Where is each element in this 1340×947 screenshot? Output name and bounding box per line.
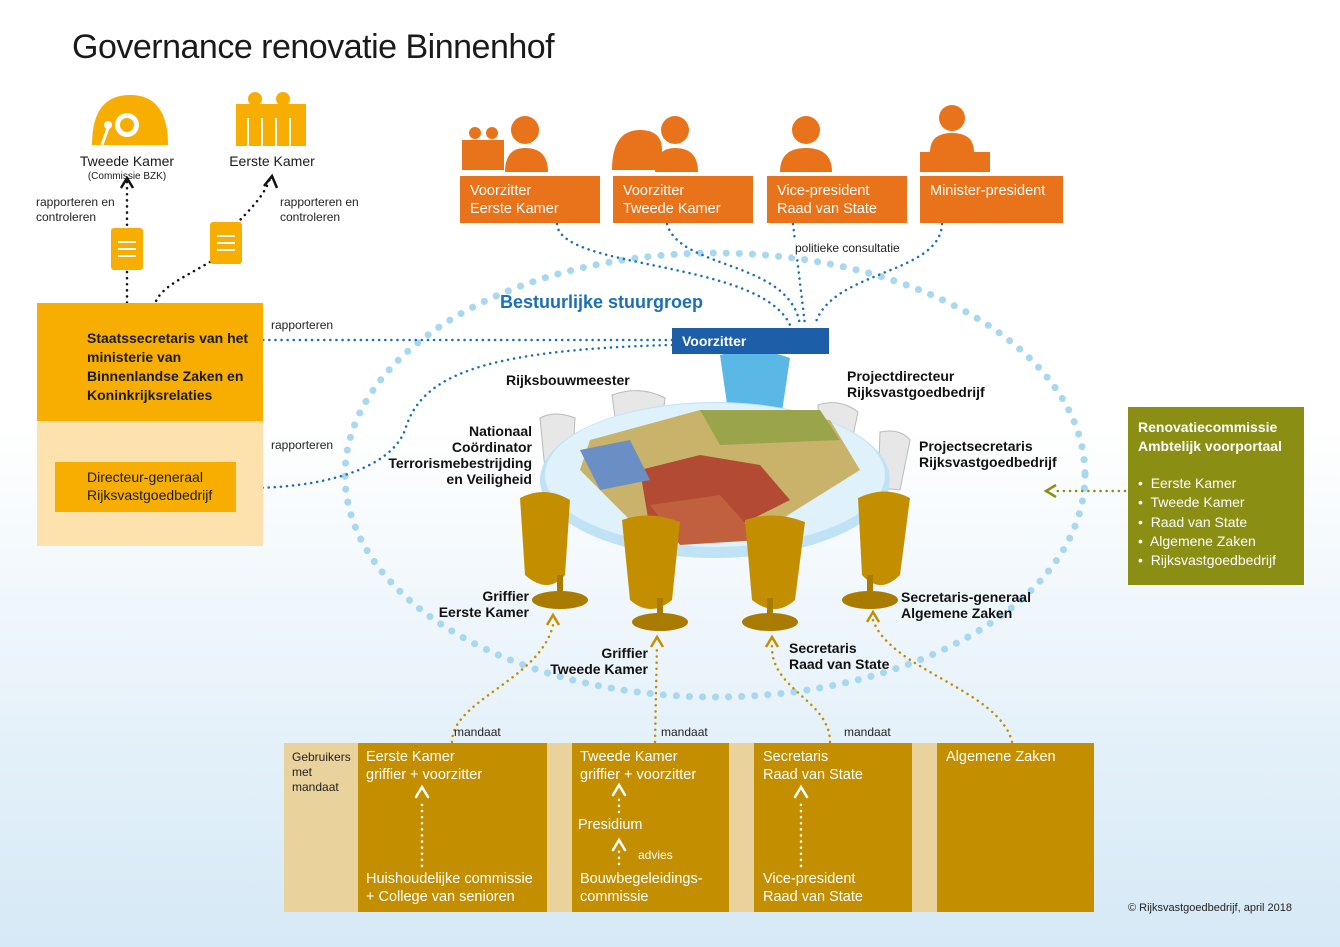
- list-item: • Rijksvastgoedbedrijf: [1138, 552, 1276, 569]
- seat-sg-algemene-zaken: Secretaris-generaal Algemene Zaken: [901, 589, 1031, 621]
- seat-projectsecretaris: Projectsecretaris Rijksvastgoedbedrijf: [919, 438, 1057, 470]
- page-title: Governance renovatie Binnenhof: [72, 28, 555, 66]
- rapporteren-label-2: rapporteren: [271, 438, 334, 452]
- seat-griffier-eerste-kamer: Griffier Eerste Kamer: [438, 588, 529, 620]
- raad-van-state-column: Secretaris Raad van State Vice-president…: [754, 743, 912, 912]
- raad-van-state-column-top: Secretaris Raad van State: [763, 749, 863, 783]
- eerste-kamer-icon: [236, 92, 306, 146]
- list-item-label: Algemene Zaken: [1149, 532, 1256, 549]
- tweede-kamer-column: Tweede Kamer griffier + voorzitter Presi…: [572, 743, 729, 912]
- tweede-kamer-column-bottom: Bouwbegeleidings- commissie: [580, 871, 703, 905]
- seat-rijksbouwmeester: Rijksbouwmeester: [506, 372, 630, 388]
- eerste-kamer-column-bottom: Huishoudelijke commissie + College van s…: [366, 871, 533, 905]
- voorzitter-tweede-kamer-box: Voorzitter Tweede Kamer: [613, 176, 753, 223]
- top-person-icons: [462, 105, 990, 172]
- seat-nctv: Nationaal Coördinator Terrorismebestrijd…: [388, 423, 532, 487]
- renovatiecommissie-title: Renovatiecommissie Ambtelijk voorportaal: [1138, 419, 1282, 454]
- renovatiecommissie-box: Renovatiecommissie Ambtelijk voorportaal…: [1128, 407, 1304, 585]
- vice-president-rvs-box: Vice-president Raad van State: [767, 176, 907, 223]
- list-item-label: Raad van State: [1150, 513, 1248, 530]
- tweede-kamer-column-top: Tweede Kamer griffier + voorzitter: [580, 749, 697, 783]
- directeur-generaal-label: Directeur-generaal Rijksvastgoedbedrijf: [87, 469, 213, 503]
- list-item-label: Tweede Kamer: [1150, 494, 1245, 511]
- list-item: • Raad van State: [1138, 513, 1248, 530]
- tweede-kamer-icon: [92, 95, 168, 146]
- rapporteren-controleren-right: rapporteren en controleren: [280, 195, 359, 224]
- eerste-kamer-label: Eerste Kamer: [229, 153, 315, 169]
- copyright: © Rijksvastgoedbedrijf, april 2018: [1128, 902, 1293, 914]
- renovatiecommissie-list: • Eerste Kamer • Tweede Kamer • Raad van…: [1138, 474, 1276, 570]
- rapporteren-controleren-left: rapporteren en controleren: [36, 195, 115, 224]
- eerste-kamer-column: Eerste Kamer griffier + voorzitter Huish…: [358, 743, 547, 912]
- document-icons: [111, 222, 242, 270]
- list-item-label: Eerste Kamer: [1150, 475, 1237, 491]
- mandaat-label-3: mandaat: [844, 725, 891, 739]
- eerste-kamer-column-top: Eerste Kamer griffier + voorzitter: [366, 749, 483, 783]
- politieke-consultatie-label: politieke consultatie: [793, 241, 902, 256]
- raad-van-state-column-bottom: Vice-president Raad van State: [763, 871, 863, 905]
- mandaat-label-1: mandaat: [454, 725, 501, 739]
- list-item: • Algemene Zaken: [1138, 532, 1256, 549]
- staatssecretaris-box: Staatssecretaris van het ministerie van …: [37, 303, 263, 421]
- voorzitter-bar: Voorzitter: [672, 328, 829, 354]
- mandaat-label-2: mandaat: [661, 725, 708, 739]
- stuurgroep-title: Bestuurlijke stuurgroep: [500, 292, 704, 312]
- gebruikers-label: Gebruikers met mandaat: [292, 750, 351, 794]
- staatssecretaris-label: Staatssecretaris van het ministerie van …: [87, 330, 249, 403]
- table-illustration: [520, 350, 911, 631]
- rapporteren-label-1: rapporteren: [271, 318, 334, 332]
- algemene-zaken-column: Algemene Zaken: [937, 743, 1094, 912]
- seat-secretaris-rvs: Secretaris Raad van State: [789, 640, 890, 672]
- algemene-zaken-column-top: Algemene Zaken: [946, 749, 1056, 765]
- minister-president-box: Minister-president: [920, 176, 1063, 223]
- tweede-kamer-sub: (Commissie BZK): [87, 171, 167, 182]
- seat-griffier-tweede-kamer: Griffier Tweede Kamer: [550, 645, 648, 677]
- advies-label: advies: [638, 848, 673, 862]
- tweede-kamer-label: Tweede Kamer: [79, 153, 175, 169]
- seat-projectdirecteur: Projectdirecteur Rijksvastgoedbedrijf: [847, 368, 985, 400]
- voorzitter-eerste-kamer-box: Voorzitter Eerste Kamer: [460, 176, 600, 223]
- list-item: • Eerste Kamer: [1138, 475, 1237, 491]
- directeur-generaal-box: Directeur-generaal Rijksvastgoedbedrijf: [55, 462, 236, 512]
- list-item: • Tweede Kamer: [1138, 494, 1245, 511]
- stuurgroep-boundary: [341, 249, 1089, 701]
- presidium-label: Presidium: [578, 817, 643, 833]
- list-item-label: Rijksvastgoedbedrijf: [1150, 552, 1276, 569]
